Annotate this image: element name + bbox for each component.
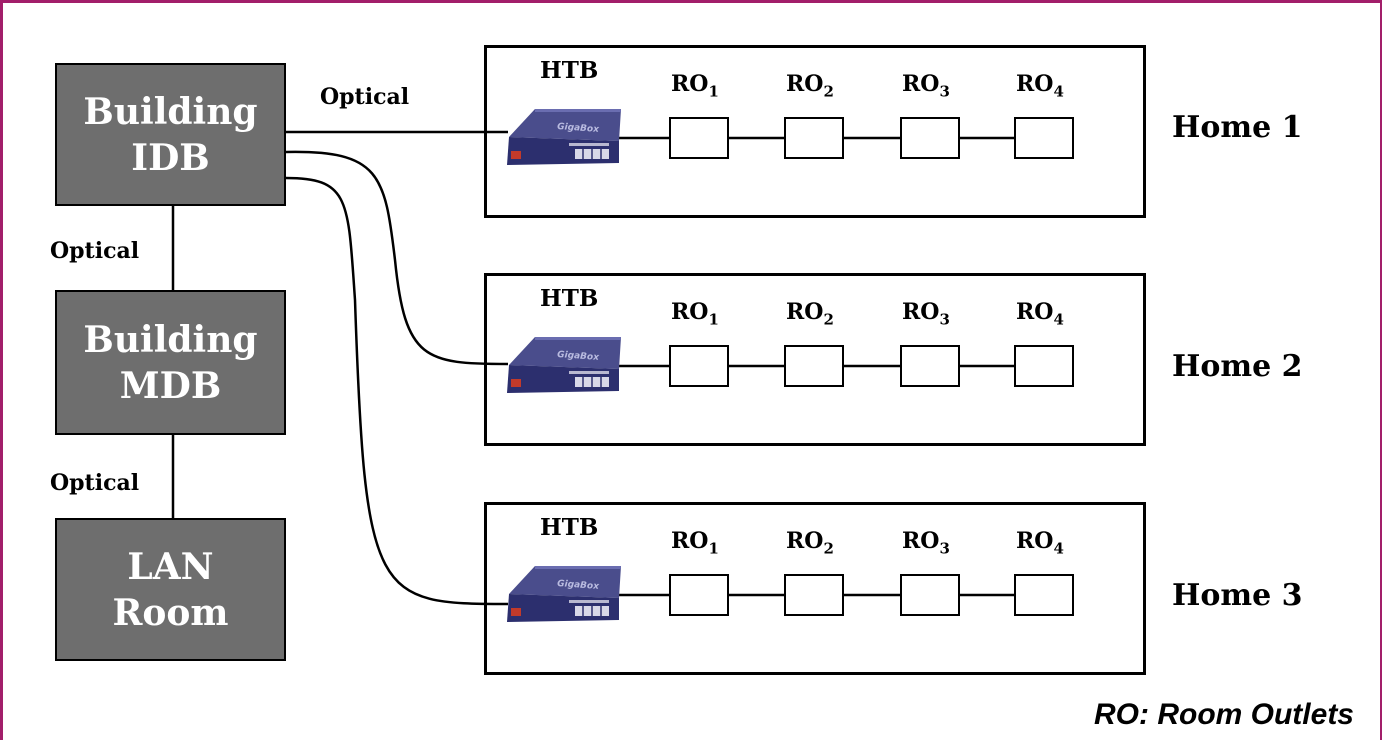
- optical-label-mdb-lan: Optical: [50, 470, 140, 496]
- mdb-line2: MDB: [119, 364, 222, 407]
- ro-label-sub: 4: [1053, 539, 1064, 558]
- device-brand-text: GigaBox: [557, 350, 601, 363]
- room-outlet-4-home-1: [1014, 117, 1074, 159]
- device-brand-text: GigaBox: [557, 579, 601, 592]
- idb-home3-cable: [285, 176, 509, 606]
- htb-label-home-1: HTB: [540, 57, 599, 84]
- room-outlet-3-home-2: [900, 345, 960, 387]
- ro-label-base: RO: [786, 299, 824, 325]
- ro-label-sub: 4: [1053, 82, 1064, 101]
- room-outlet-1-home-1: [669, 117, 729, 159]
- htb-device-icon-home-3: GigaBox: [507, 566, 621, 622]
- optical-label-idb-mdb: Optical: [50, 238, 140, 264]
- ro-label-sub: 1: [708, 82, 719, 101]
- legend-room-outlets: RO: Room Outlets: [1094, 698, 1354, 731]
- ro-label-2-home-1: RO2: [786, 71, 834, 100]
- home-1-name: Home 1: [1172, 110, 1303, 145]
- lan-line2: Room: [112, 591, 229, 634]
- idb-line2: IDB: [131, 136, 210, 179]
- ro-label-base: RO: [786, 71, 824, 97]
- device-brand-text: GigaBox: [557, 122, 601, 135]
- ro-label-sub: 2: [823, 539, 834, 558]
- home-3-box: [484, 502, 1146, 675]
- home-1-box: [484, 45, 1146, 218]
- ro-label-sub: 2: [823, 310, 834, 329]
- ro-label-sub: 3: [939, 539, 950, 558]
- room-outlet-2-home-3: [784, 574, 844, 616]
- home-3-name: Home 3: [1172, 578, 1303, 613]
- room-outlet-3-home-1: [900, 117, 960, 159]
- ro-label-base: RO: [1016, 299, 1054, 325]
- htb-device-icon-home-1: GigaBox: [507, 109, 621, 165]
- ro-label-sub: 3: [939, 310, 950, 329]
- room-outlet-2-home-1: [784, 117, 844, 159]
- optical-label-home: Optical: [320, 84, 410, 110]
- ro-label-2-home-3: RO2: [786, 528, 834, 557]
- ro-label-base: RO: [786, 528, 824, 554]
- mdb-line1: Building: [83, 318, 258, 361]
- ro-label-base: RO: [1016, 71, 1054, 97]
- room-outlet-4-home-3: [1014, 574, 1074, 616]
- building-mdb-block: Building MDB: [55, 290, 286, 435]
- ro-label-sub: 1: [708, 539, 719, 558]
- room-outlet-1-home-3: [669, 574, 729, 616]
- ro-label-3-home-3: RO3: [902, 528, 950, 557]
- ro-label-1-home-1: RO1: [671, 71, 719, 100]
- htb-label-home-2: HTB: [540, 285, 599, 312]
- ro-label-base: RO: [902, 71, 940, 97]
- ro-label-4-home-1: RO4: [1016, 71, 1064, 100]
- ro-label-1-home-3: RO1: [671, 528, 719, 557]
- ro-label-2-home-2: RO2: [786, 299, 834, 328]
- idb-line1: Building: [83, 90, 258, 133]
- ro-label-3-home-1: RO3: [902, 71, 950, 100]
- building-idb-block: Building IDB: [55, 63, 286, 206]
- room-outlet-1-home-2: [669, 345, 729, 387]
- ro-label-base: RO: [902, 528, 940, 554]
- htb-device-icon-home-2: GigaBox: [507, 337, 621, 393]
- ro-label-3-home-2: RO3: [902, 299, 950, 328]
- htb-label-home-3: HTB: [540, 514, 599, 541]
- ro-label-4-home-3: RO4: [1016, 528, 1064, 557]
- ro-label-sub: 3: [939, 82, 950, 101]
- lan-room-block: LAN Room: [55, 518, 286, 661]
- home-2-box: [484, 273, 1146, 446]
- ro-label-base: RO: [1016, 528, 1054, 554]
- idb-home2-cable: [285, 150, 509, 366]
- room-outlet-3-home-3: [900, 574, 960, 616]
- ro-label-base: RO: [671, 299, 709, 325]
- ro-label-base: RO: [671, 71, 709, 97]
- lan-line1: LAN: [127, 545, 214, 588]
- home-2-name: Home 2: [1172, 349, 1303, 384]
- ro-label-4-home-2: RO4: [1016, 299, 1064, 328]
- ro-label-sub: 2: [823, 82, 834, 101]
- room-outlet-2-home-2: [784, 345, 844, 387]
- room-outlet-4-home-2: [1014, 345, 1074, 387]
- ro-label-sub: 4: [1053, 310, 1064, 329]
- ro-label-base: RO: [902, 299, 940, 325]
- ro-label-base: RO: [671, 528, 709, 554]
- ro-label-1-home-2: RO1: [671, 299, 719, 328]
- ro-label-sub: 1: [708, 310, 719, 329]
